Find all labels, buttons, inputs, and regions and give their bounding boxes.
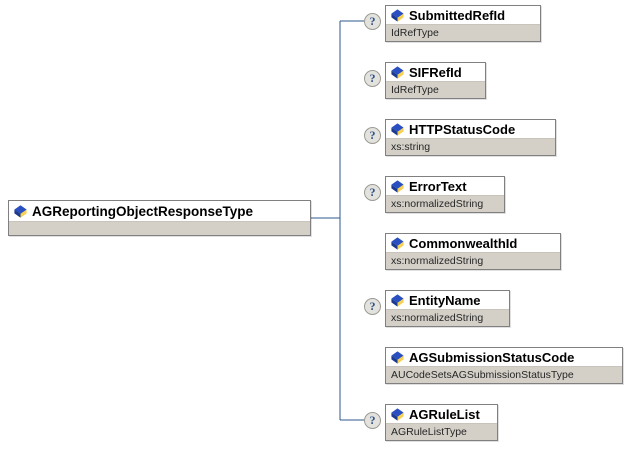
optional-marker-icon: ?: [364, 298, 381, 315]
node-header: AGRuleList: [386, 405, 497, 424]
node-type-row: xs:normalizedString: [386, 310, 509, 326]
node-type-row: AUCodeSetsAGSubmissionStatusType: [386, 367, 622, 383]
node-name: SIFRefId: [409, 64, 462, 80]
node-type: AGRuleListType: [391, 425, 467, 438]
node-type-row: AGRuleListType: [386, 424, 497, 440]
node-type-row: xs:normalizedString: [386, 253, 560, 269]
node-type: IdRefType: [391, 83, 439, 96]
node-header: AGSubmissionStatusCode: [386, 348, 622, 367]
node-name: AGSubmissionStatusCode: [409, 349, 575, 365]
node-header: CommonwealthId: [386, 234, 560, 253]
node-type-row: IdRefType: [386, 25, 540, 41]
node-type: xs:string: [391, 140, 431, 153]
xsd-element-icon: [391, 8, 404, 22]
node-commonwealthid[interactable]: CommonwealthId xs:normalizedString: [385, 233, 561, 270]
node-entityname[interactable]: EntityName xs:normalizedString: [385, 290, 510, 327]
node-root-type-row: [9, 222, 310, 235]
node-header: ErrorText: [386, 177, 504, 196]
xsd-element-icon: [391, 236, 404, 250]
xsd-element-icon: [391, 65, 404, 79]
node-name: EntityName: [409, 292, 481, 308]
xsd-element-icon: [391, 122, 404, 136]
node-errortext[interactable]: ErrorText xs:normalizedString: [385, 176, 505, 213]
node-root-name: AGReportingObjectResponseType: [32, 203, 254, 219]
node-httpstatuscode[interactable]: HTTPStatusCode xs:string: [385, 119, 556, 156]
node-type-row: xs:string: [386, 139, 555, 155]
node-type: xs:normalizedString: [391, 254, 484, 267]
node-name: AGRuleList: [409, 406, 480, 422]
optional-marker-icon: ?: [364, 13, 381, 30]
node-root[interactable]: AGReportingObjectResponseType: [8, 200, 311, 236]
optional-marker-icon: ?: [364, 127, 381, 144]
node-header: HTTPStatusCode: [386, 120, 555, 139]
node-type: xs:normalizedString: [391, 311, 484, 324]
xsd-element-icon: [14, 204, 27, 218]
optional-marker-icon: ?: [364, 184, 381, 201]
node-type-row: IdRefType: [386, 82, 485, 98]
node-header: SubmittedRefId: [386, 6, 540, 25]
node-name: SubmittedRefId: [409, 7, 506, 23]
xsd-element-icon: [391, 179, 404, 193]
node-type: IdRefType: [391, 26, 439, 39]
node-name: ErrorText: [409, 178, 467, 194]
node-header: SIFRefId: [386, 63, 485, 82]
node-name: HTTPStatusCode: [409, 121, 516, 137]
xsd-element-icon: [391, 350, 404, 364]
optional-marker-icon: ?: [364, 70, 381, 87]
node-type: xs:normalizedString: [391, 197, 484, 210]
node-type: AUCodeSetsAGSubmissionStatusType: [391, 368, 574, 381]
xsd-element-icon: [391, 293, 404, 307]
optional-marker-icon: ?: [364, 412, 381, 429]
xsd-element-icon: [391, 407, 404, 421]
node-root-header: AGReportingObjectResponseType: [9, 201, 310, 222]
node-type-row: xs:normalizedString: [386, 196, 504, 212]
node-name: CommonwealthId: [409, 235, 518, 251]
node-header: EntityName: [386, 291, 509, 310]
